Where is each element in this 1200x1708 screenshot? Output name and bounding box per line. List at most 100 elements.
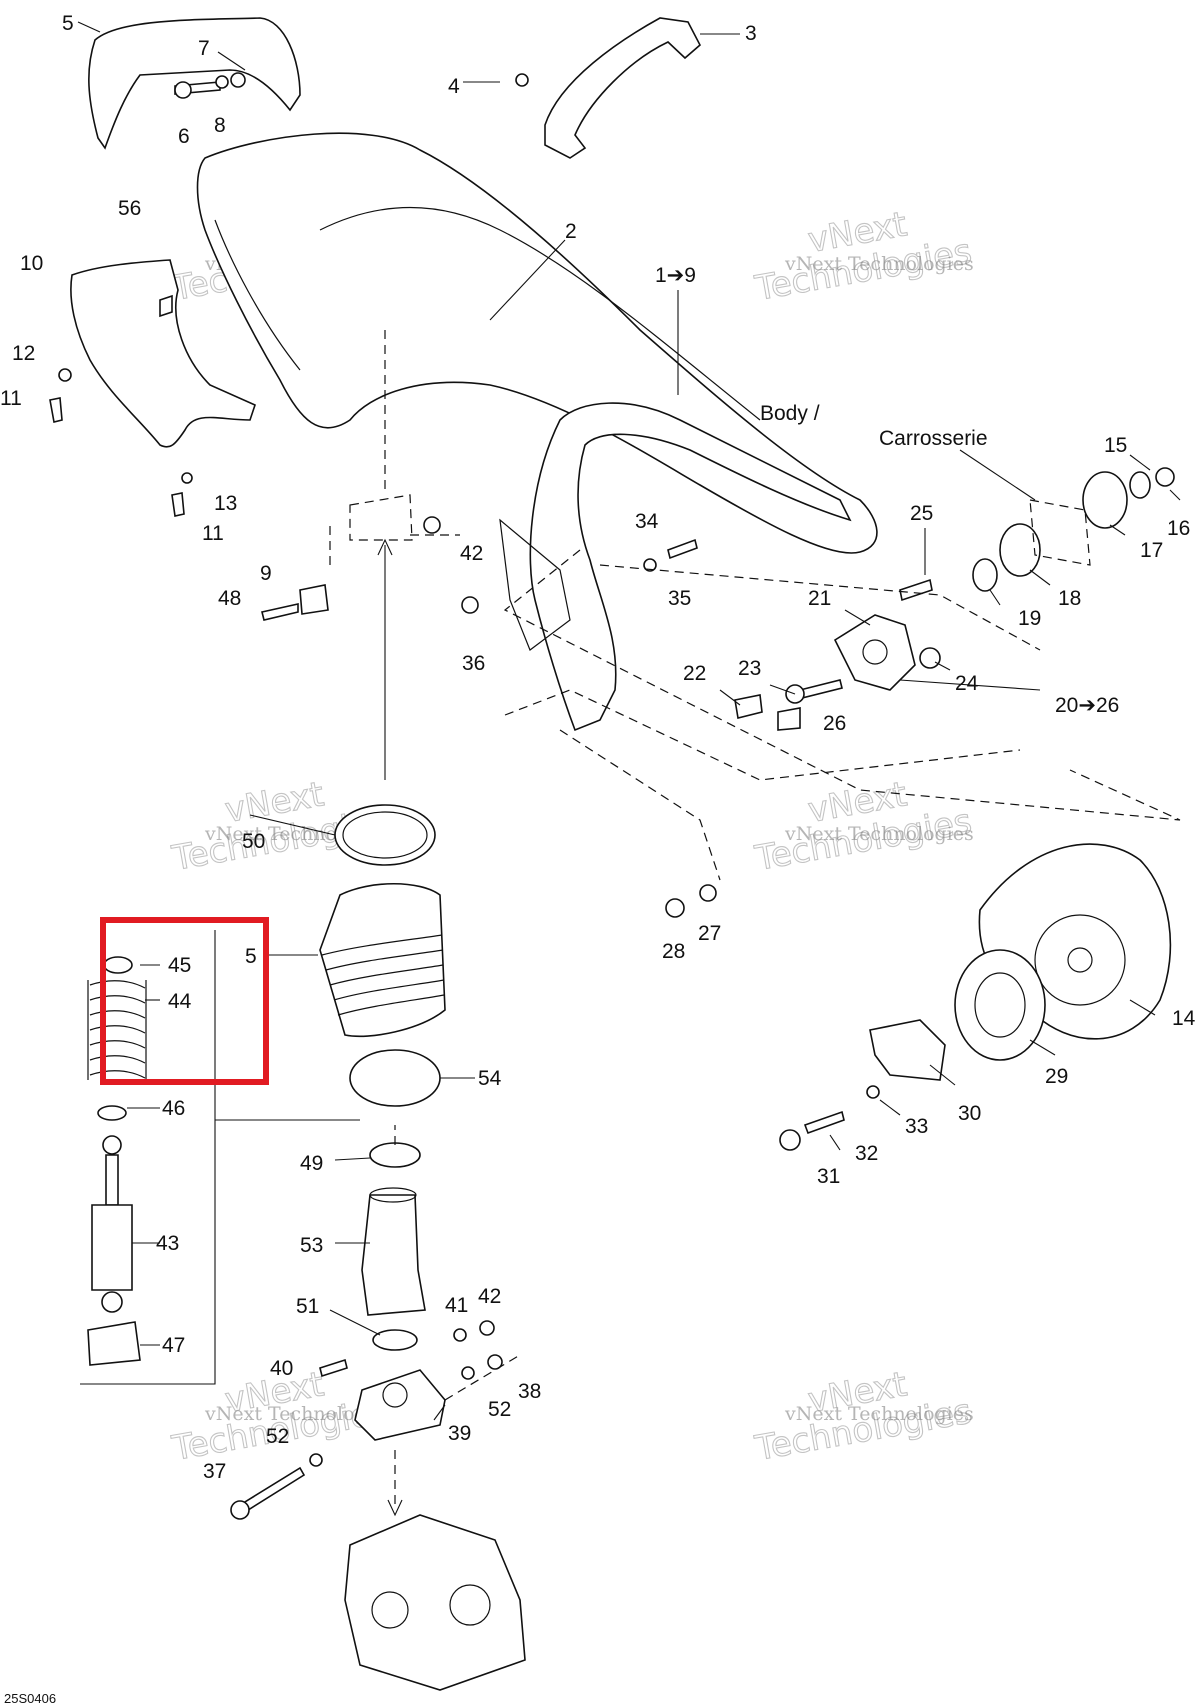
part-hose-clamp-inner	[342, 811, 428, 859]
part-seal-ring	[349, 1049, 441, 1107]
leader-line	[433, 1404, 446, 1421]
callout-c46: 46	[162, 1097, 185, 1120]
callout-c35: 35	[668, 587, 691, 610]
part-bellows	[319, 883, 446, 1038]
callout-c36: 36	[462, 652, 485, 675]
callout-c12: 12	[12, 342, 35, 365]
part-shock-eye-top	[102, 1135, 122, 1155]
part-hose-clamp	[334, 804, 436, 866]
part-washer	[58, 368, 72, 382]
part-washer	[972, 558, 998, 592]
assembly-guides	[329, 330, 1181, 1517]
callout-c3: 3	[745, 22, 757, 45]
guide-line	[599, 564, 1041, 651]
leader-line	[1029, 1039, 1056, 1056]
part-washer	[866, 1085, 880, 1099]
callout-c42b: 42	[478, 1285, 501, 1308]
callout-c40: 40	[270, 1357, 293, 1380]
part-washer	[453, 1328, 467, 1342]
part-bolt	[261, 603, 299, 621]
part-nut	[479, 1320, 495, 1336]
part-boot-sleeve	[361, 1194, 426, 1316]
watermark-text: vNext Technologies	[784, 823, 974, 845]
leader-line	[329, 1309, 381, 1336]
part-mount-hole	[382, 1382, 408, 1408]
part-spring	[87, 980, 147, 1080]
part-spacer	[1082, 471, 1128, 529]
callout-c20to26: 20➔26	[1055, 694, 1119, 717]
part-stud	[159, 294, 173, 318]
leader-line	[899, 679, 1041, 691]
callout-c4: 4	[448, 75, 460, 98]
callout-c2: 2	[565, 220, 577, 243]
callout-c31: 31	[817, 1165, 840, 1188]
part-rear-cover	[88, 17, 301, 150]
drawing-code: 25S0406	[4, 1691, 56, 1706]
callout-c21: 21	[808, 587, 831, 610]
part-bracket	[869, 1019, 946, 1081]
callout-c25: 25	[910, 502, 933, 525]
part-long-bolt	[238, 1466, 306, 1514]
callout-c54: 54	[478, 1067, 502, 1090]
part-seat-seam	[319, 206, 761, 421]
callout-c30: 30	[958, 1102, 981, 1125]
part-frame-hole	[371, 1591, 409, 1629]
callout-c11a: 11	[0, 387, 22, 410]
callout-leaders	[77, 21, 1181, 1421]
callout-c23: 23	[738, 657, 761, 680]
callout-c6: 6	[178, 125, 190, 148]
callout-c9: 9	[260, 562, 272, 585]
callout-c47: 47	[162, 1334, 185, 1357]
callout-c5a: 5	[62, 12, 74, 35]
leader-line	[769, 684, 796, 695]
callout-c52a: 52	[488, 1398, 511, 1421]
callout-c39: 39	[448, 1422, 471, 1445]
callout-c34: 34	[635, 510, 659, 533]
callout-c15: 15	[1104, 434, 1127, 457]
part-spring-seat-top	[103, 956, 133, 974]
callout-c10: 10	[20, 252, 43, 275]
leader-line	[829, 1134, 841, 1151]
leader-line	[1029, 569, 1051, 586]
callout-c32: 32	[855, 1142, 878, 1165]
part-bolt	[799, 679, 843, 699]
callout-c51: 51	[296, 1295, 319, 1318]
part-side-deflector	[70, 259, 256, 448]
highlight-box	[100, 917, 269, 1085]
callout-c8: 8	[214, 114, 226, 137]
part-washer	[461, 1366, 475, 1380]
part-bolt	[899, 578, 933, 602]
guide-line	[349, 494, 413, 541]
leader-line	[989, 589, 1001, 606]
callout-c28: 28	[662, 940, 685, 963]
part-base-frame	[344, 1514, 526, 1691]
part-guard-hub	[1034, 914, 1126, 1006]
part-frame-hole	[449, 1584, 491, 1626]
leader-line	[719, 689, 741, 706]
callout-c22: 22	[683, 662, 706, 685]
part-shock-eye-bottom	[101, 1291, 123, 1313]
part-screw	[171, 492, 185, 517]
part-shock-rod	[105, 1154, 119, 1206]
leader-line	[217, 51, 246, 71]
callout-c48: 48	[218, 587, 241, 610]
leader-line	[249, 814, 336, 836]
callout-c26: 26	[823, 712, 846, 735]
part-washer	[461, 596, 479, 614]
callout-c41: 41	[445, 1294, 468, 1317]
guide-arrow-head	[387, 1499, 403, 1517]
part-clamp	[369, 1142, 421, 1168]
part-washer	[215, 75, 229, 89]
callout-c37: 37	[203, 1460, 226, 1483]
leader-line	[844, 609, 871, 626]
leader-line	[334, 1157, 371, 1161]
part-nut	[1155, 467, 1175, 487]
part-adjuster-ring	[87, 1321, 141, 1366]
leader-line	[959, 449, 1036, 501]
part-washer	[643, 558, 657, 572]
leader-line	[1109, 524, 1126, 536]
part-grommet	[299, 584, 329, 615]
part-shock-mount	[354, 1369, 446, 1441]
parts-drawings	[49, 17, 1175, 1691]
